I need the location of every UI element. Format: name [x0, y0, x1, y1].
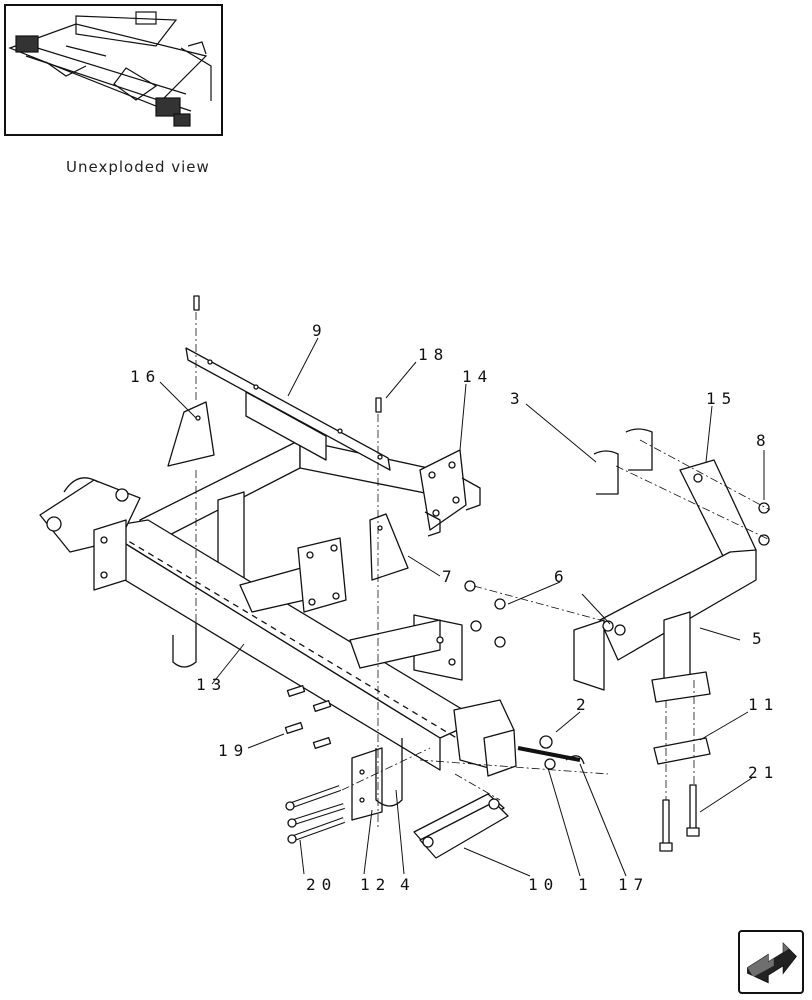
link-plates-part-10 — [413, 793, 509, 859]
bolts-part-19 — [284, 685, 332, 749]
rear-hitch — [453, 699, 517, 777]
callout-16: 16 — [130, 367, 161, 386]
next-page-button[interactable] — [738, 930, 804, 994]
callout-6: 6 — [554, 567, 570, 586]
nuts-part-8 — [758, 502, 770, 546]
bolts-part-21 — [659, 784, 700, 852]
unexploded-view-inset — [4, 4, 223, 136]
callout-9: 9 — [312, 321, 328, 340]
pins-part-1-2-17 — [517, 735, 585, 770]
alignment-lines — [195, 312, 771, 830]
next-page-arrow-icon — [747, 942, 797, 984]
plate-part-11 — [653, 737, 711, 765]
nuts-part-6 — [464, 580, 626, 648]
u-bolt-part-4 — [375, 738, 403, 807]
callout-20: 20 — [306, 875, 337, 894]
plate-part-12 — [351, 747, 383, 821]
top-bar-part-9 — [185, 347, 391, 471]
u-bolt-lower-left — [172, 618, 197, 668]
callout-14: 14 — [462, 367, 493, 386]
inset-caption: Unexploded view — [66, 158, 210, 176]
middle-plate — [349, 614, 463, 681]
mounting-plate-part-14 — [419, 449, 481, 537]
pin-part-18 — [375, 397, 382, 413]
bracket-part-7 — [369, 513, 409, 581]
callout-2: 2 — [576, 695, 592, 714]
hitch-assembly — [39, 477, 141, 591]
right-arm-part-15 — [573, 459, 757, 703]
callout-13: 13 — [196, 675, 227, 694]
unexploded-view-drawing — [8, 11, 212, 127]
callout-11: 11 — [748, 695, 779, 714]
bolts-part-20 — [285, 785, 346, 844]
bracket-part-16 — [167, 401, 215, 467]
callout-4: 4 — [400, 875, 416, 894]
leader-lines — [159, 337, 765, 877]
callout-19: 19 — [218, 741, 249, 760]
callout-12: 12 — [360, 875, 391, 894]
u-bolts-part-3 — [593, 428, 653, 495]
callout-15: 15 — [706, 389, 737, 408]
callout-18: 18 — [418, 345, 449, 364]
top-bolt — [193, 295, 200, 311]
callout-5: 5 — [752, 629, 768, 648]
callout-21: 21 — [748, 763, 779, 782]
cross-tube — [239, 537, 347, 613]
callout-10: 10 — [528, 875, 559, 894]
callout-3: 3 — [510, 389, 526, 408]
callout-8: 8 — [756, 431, 772, 450]
callout-17: 17 — [618, 875, 649, 894]
callout-1: 1 — [578, 875, 594, 894]
callout-7: 7 — [442, 567, 458, 586]
